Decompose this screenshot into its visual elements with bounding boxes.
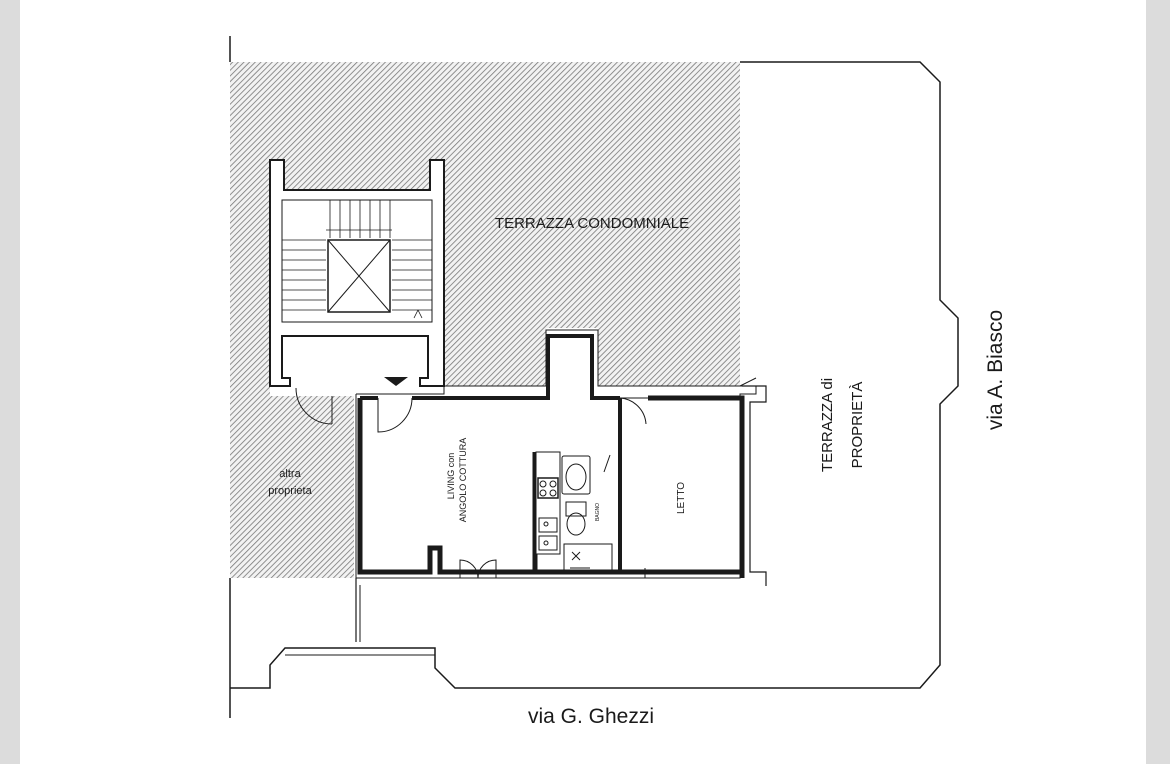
plan-sheet: TERRAZZA CONDOMNIALE altra proprieta LIV… [20, 0, 1146, 764]
label-bathroom: BAGNO [595, 503, 601, 521]
label-living-line1: LIVING con [446, 453, 456, 500]
site-boundary [230, 61, 959, 689]
label-other-property-line1: altra [279, 468, 301, 480]
floor-plan: TERRAZZA CONDOMNIALE altra proprieta LIV… [229, 36, 1007, 728]
entrance-arrow [384, 377, 408, 386]
label-terrace-common: TERRAZZA CONDOMNIALE [495, 215, 689, 232]
label-bedroom: LETTO [676, 482, 687, 514]
other-property-hatch [230, 396, 354, 578]
label-terrace-private-line2: PROPRIETÀ [849, 382, 866, 469]
label-other-property-line2: proprieta [268, 485, 312, 497]
kitchen-unit [535, 451, 561, 555]
label-street-east: via A. Biasco [984, 310, 1007, 430]
terrace-common-hatch [230, 62, 740, 386]
doors [295, 387, 668, 579]
label-street-south: via G. Ghezzi [528, 705, 654, 728]
label-terrace-private-line1: TERRAZZA di [819, 378, 836, 472]
corridor-hatch [230, 386, 270, 396]
label-living-line2: ANGOLO COTTURA [458, 438, 468, 523]
bathroom-fixtures [561, 455, 613, 573]
stair-core [269, 159, 445, 387]
